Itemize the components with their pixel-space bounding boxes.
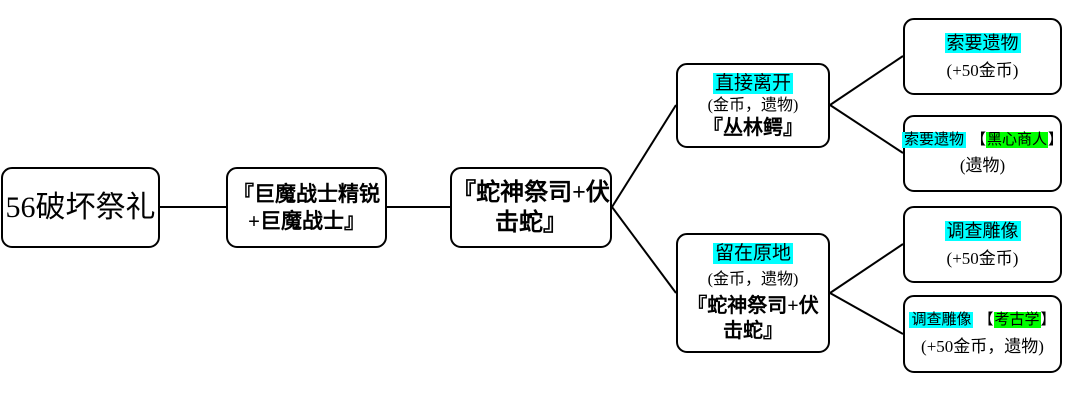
outcome-label: 索要遗物 (944, 32, 1021, 55)
bracket-close: 】 (1040, 312, 1056, 328)
connector-line (829, 243, 904, 294)
choice-highlight: 留在原地 (712, 243, 793, 264)
bracket-open: 【 (970, 131, 986, 148)
outcome-reward: (遗物) (959, 156, 1006, 176)
connector-line (829, 104, 904, 154)
option-reward: (金币，遗物) (707, 270, 799, 288)
connector-line (829, 292, 904, 335)
node-option-leave: 直接离开 (金币，遗物) 『丛林鳄』 (676, 63, 830, 148)
node-battle-troll: 『巨魔战士精锐 +巨魔战士』 (226, 167, 387, 248)
choice-highlight: 调查雕像 (909, 312, 974, 328)
node-outcome-inspect-statue-archaeology: 调查雕像【考古学】 (+50金币，遗物) (903, 295, 1062, 373)
event-title: 56破坏祭礼 (5, 190, 156, 224)
node-outcome-demand-relic: 索要遗物 (+50金币) (903, 18, 1062, 95)
connector-line (611, 104, 677, 208)
node-option-stay: 留在原地 (金币，遗物) 『蛇神祭司+伏 击蛇』 (676, 233, 830, 353)
option-next-fight: 『蛇神祭司+伏 击蛇』 (687, 295, 819, 342)
choice-highlight: 索要遗物 (901, 131, 966, 148)
node-outcome-inspect-statue: 调查雕像 (+50金币) (903, 206, 1062, 283)
outcome-reward: (+50金币，遗物) (921, 336, 1044, 356)
connector-line (829, 55, 904, 106)
outcome-label: 调查雕像【考古学】 (909, 311, 1056, 330)
option-label: 留在原地 (712, 242, 793, 266)
choice-highlight: 直接离开 (712, 73, 793, 94)
requirement-highlight: 黑心商人 (986, 131, 1049, 148)
node-event-56: 56破坏祭礼 (1, 167, 160, 248)
node-battle-snake: 『蛇神祭司+伏 击蛇』 (450, 167, 612, 248)
battle-title: 『蛇神祭司+伏 击蛇』 (452, 179, 610, 236)
option-label: 直接离开 (712, 72, 793, 96)
option-next-fight: 『丛林鳄』 (703, 116, 803, 139)
choice-highlight: 调查雕像 (944, 220, 1021, 241)
bracket-close: 】 (1048, 131, 1064, 148)
battle-title: 『巨魔战士精锐 +巨魔战士』 (233, 182, 380, 233)
node-outcome-demand-relic-merchant: 索要遗物【黑心商人】 (遗物) (901, 115, 1064, 192)
option-reward: (金币，遗物) (707, 96, 799, 114)
outcome-reward: (+50金币) (946, 249, 1019, 269)
outcome-label: 索要遗物【黑心商人】 (901, 131, 1064, 150)
bracket-open: 【 (978, 312, 994, 328)
connector-line (611, 206, 677, 294)
choice-highlight: 索要遗物 (944, 32, 1021, 53)
outcome-label: 调查雕像 (944, 220, 1021, 243)
requirement-highlight: 考古学 (993, 312, 1041, 328)
outcome-reward: (+50金币) (946, 61, 1019, 81)
